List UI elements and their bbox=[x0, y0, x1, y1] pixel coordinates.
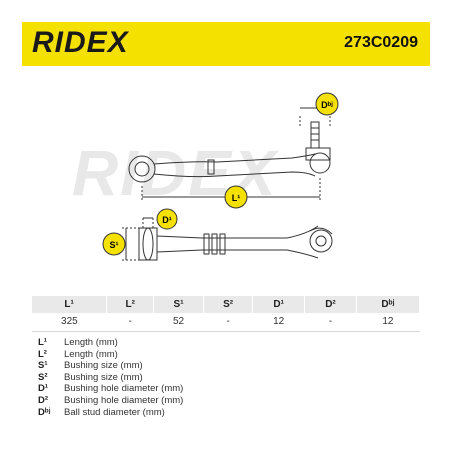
control-arm-drawing: Dᵇʲ L¹ D¹ S¹ bbox=[102, 92, 339, 261]
legend-desc: Bushing hole diameter (mm) bbox=[64, 394, 184, 406]
value-d2: - bbox=[304, 313, 357, 332]
value-l1: 325 bbox=[32, 313, 107, 332]
legend-key: L² bbox=[38, 348, 47, 360]
legend-key: S¹ bbox=[38, 360, 48, 372]
legend-desc: Length (mm) bbox=[64, 348, 118, 360]
article-code: 273C0209 bbox=[344, 34, 418, 51]
header-s1: S¹ bbox=[153, 296, 204, 313]
legend-key: S² bbox=[38, 371, 48, 383]
value-d1: 12 bbox=[252, 313, 305, 332]
header-d2: D² bbox=[304, 296, 357, 313]
legend-item: D¹ Bushing hole diameter (mm) bbox=[38, 383, 183, 395]
legend-desc: Bushing size (mm) bbox=[64, 371, 143, 383]
legend-desc: Bushing hole diameter (mm) bbox=[64, 383, 184, 395]
l1-text: L¹ bbox=[232, 193, 241, 203]
legend-key: Dᵇʲ bbox=[38, 406, 51, 418]
value-s1: 52 bbox=[153, 313, 204, 332]
legend-key: L¹ bbox=[38, 337, 47, 348]
value-dbj: 12 bbox=[356, 313, 420, 332]
legend-key: D² bbox=[38, 394, 49, 406]
legend-key: D¹ bbox=[38, 383, 49, 395]
legend-item: S² Bushing size (mm) bbox=[38, 372, 183, 384]
d1-label bbox=[156, 208, 178, 230]
legend-desc: Bushing size (mm) bbox=[64, 360, 143, 372]
header-dbj: Dᵇʲ bbox=[356, 296, 421, 313]
value-l2: - bbox=[106, 313, 154, 332]
legend-desc: Length (mm) bbox=[64, 337, 118, 348]
dimension-legend: L¹ Length (mm) L² Length (mm) S¹ Bushing… bbox=[38, 337, 183, 418]
specs-value-row: 325 - 52 - 12 - 12 bbox=[32, 313, 420, 332]
s1-label bbox=[102, 232, 126, 256]
header-d1: D¹ bbox=[252, 296, 306, 313]
legend-desc: Ball stud diameter (mm) bbox=[64, 406, 165, 418]
legend-item: D² Bushing hole diameter (mm) bbox=[38, 395, 183, 407]
l1-label bbox=[224, 185, 248, 209]
value-s2: - bbox=[203, 313, 253, 332]
specs-header-row: L¹ L² S¹ S² D¹ D² Dᵇʲ bbox=[32, 296, 421, 313]
legend-item: L² Length (mm) bbox=[38, 349, 183, 361]
header-s2: S² bbox=[203, 296, 254, 313]
dbj-text: Dᵇʲ bbox=[321, 100, 333, 110]
technical-drawing: RIDEX bbox=[22, 66, 430, 288]
header-l2: L² bbox=[106, 296, 155, 313]
header-l1: L¹ bbox=[32, 296, 108, 313]
s1-text: S¹ bbox=[110, 240, 119, 250]
brand-logo: RIDEX bbox=[32, 26, 129, 59]
d1-text: D¹ bbox=[162, 215, 172, 225]
legend-item: S¹ Bushing size (mm) bbox=[38, 360, 183, 372]
specs-table: L¹ L² S¹ S² D¹ D² Dᵇʲ 325 - 52 - 12 - 12 bbox=[32, 296, 421, 332]
dbj-label bbox=[315, 92, 339, 116]
legend-item: L¹ Length (mm) bbox=[38, 337, 183, 349]
legend-item: Dᵇʲ Ball stud diameter (mm) bbox=[38, 407, 183, 419]
header-banner: RIDEX 273C0209 bbox=[22, 22, 430, 66]
